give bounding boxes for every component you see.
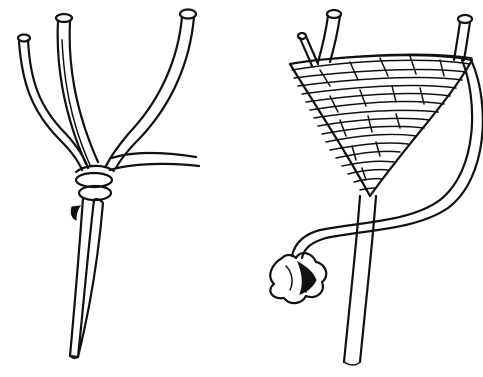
cord-tail	[112, 153, 196, 158]
tuft-bundle	[270, 253, 326, 303]
stick-left-middle-end	[56, 14, 72, 22]
binding-lower	[79, 186, 111, 200]
post-left-end	[327, 10, 341, 18]
post-left	[318, 16, 340, 62]
stick-right-end	[180, 10, 196, 19]
woven-cone-basket	[270, 10, 483, 365]
stick-far-left	[19, 42, 82, 170]
binding-shadow	[71, 206, 80, 220]
cord-curve	[292, 60, 472, 256]
stick-stem	[70, 198, 94, 357]
post-right-end	[458, 15, 472, 23]
weave-bands	[290, 54, 472, 190]
post-mid-end	[298, 33, 306, 39]
stick-right	[106, 17, 182, 166]
pole	[344, 196, 376, 362]
post-right	[454, 22, 470, 60]
tied-stick-bundle	[18, 10, 199, 359]
stick-far-left-end	[18, 35, 30, 42]
binding-middle	[76, 173, 112, 187]
cone-outline	[290, 55, 472, 196]
